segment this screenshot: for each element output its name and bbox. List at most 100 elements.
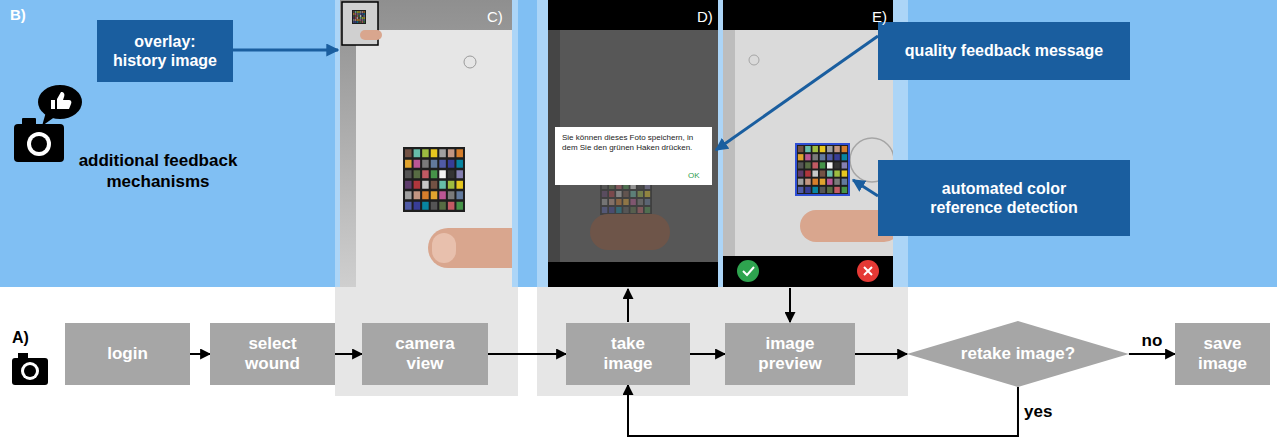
color-checker <box>414 202 421 210</box>
color-checker <box>422 191 429 199</box>
color-checker <box>820 170 826 176</box>
color-checker <box>820 146 826 152</box>
save-dialog-screenshot <box>548 0 718 30</box>
color-checker <box>355 21 356 23</box>
color-checker <box>362 13 363 15</box>
color-checker <box>405 181 412 189</box>
camera-feedback-icon <box>57 92 71 109</box>
camera-feedback-icon <box>38 85 82 119</box>
image-preview-screenshot <box>743 267 754 275</box>
process-box: image preview <box>725 323 855 385</box>
screenshot-letter: D) <box>697 8 713 25</box>
color-checker <box>805 146 811 152</box>
diamond-outline <box>907 321 1129 387</box>
color-checker <box>798 146 804 152</box>
save-dialog-screenshot <box>548 0 718 287</box>
color-checker <box>834 179 840 185</box>
color-checker <box>403 147 465 212</box>
color-checker <box>456 191 463 199</box>
screenshot-letter: C) <box>487 8 503 25</box>
column-background <box>335 0 518 396</box>
color-checker <box>805 154 811 160</box>
dialog-button: OK <box>688 171 700 180</box>
color-checker <box>448 170 455 178</box>
color-checker <box>827 179 833 185</box>
color-checker <box>616 207 621 213</box>
color-checker <box>834 170 840 176</box>
color-checker <box>812 162 818 168</box>
screenshot-letter: E) <box>872 8 887 25</box>
flow-arrow <box>488 353 566 355</box>
process-box: save image <box>1175 323 1270 385</box>
color-checker <box>363 11 364 13</box>
color-checker <box>358 11 359 13</box>
color-checker <box>616 199 621 205</box>
color-checker <box>456 181 463 189</box>
color-checker <box>353 11 354 13</box>
save-dialog-screenshot <box>590 214 670 250</box>
color-checker <box>357 21 358 23</box>
camera-view-screenshot <box>432 233 456 263</box>
color-checker <box>355 19 356 21</box>
color-checker <box>405 160 412 168</box>
color-checker <box>358 13 359 15</box>
color-checker <box>358 19 359 21</box>
camera-feedback-icon <box>42 112 56 126</box>
color-checker <box>360 19 361 21</box>
color-checker <box>422 170 429 178</box>
image-preview-screenshot <box>737 260 759 282</box>
color-checker <box>355 11 356 13</box>
image-preview-screenshot <box>796 144 849 195</box>
color-checker <box>827 146 833 152</box>
color-checker <box>638 191 643 197</box>
color-checker <box>363 21 364 23</box>
color-checker <box>355 17 356 19</box>
color-checker <box>353 17 354 19</box>
color-checker <box>355 15 356 17</box>
camera-view-screenshot <box>428 228 512 268</box>
color-checker <box>439 202 446 210</box>
color-checker <box>405 170 412 178</box>
process-box: take image <box>566 323 690 385</box>
camera-icon <box>12 358 48 385</box>
save-dialog-screenshot <box>555 127 712 185</box>
camera-view-screenshot <box>340 0 512 287</box>
branch-label: yes <box>1024 402 1052 422</box>
color-checker <box>827 154 833 160</box>
color-checker <box>834 154 840 160</box>
color-checker <box>353 13 354 15</box>
camera-feedback-icon <box>22 118 36 126</box>
leader-arrow <box>853 180 878 196</box>
flow-arrow <box>690 353 725 355</box>
color-checker <box>805 162 811 168</box>
color-checker <box>616 191 621 197</box>
image-preview-screenshot <box>749 55 759 65</box>
camera-icon <box>12 353 48 385</box>
color-checker <box>820 154 826 160</box>
color-checker <box>448 191 455 199</box>
color-checker <box>623 199 628 205</box>
callout-box: automated color reference detection <box>878 160 1130 236</box>
screenshot-arrow <box>628 288 790 322</box>
color-checker <box>414 170 421 178</box>
color-checker <box>431 181 438 189</box>
flow-arrow <box>855 353 907 355</box>
image-preview-screenshot <box>857 260 879 282</box>
color-checker <box>363 19 364 21</box>
color-checker <box>645 199 650 205</box>
color-checker <box>362 11 363 13</box>
color-checker <box>431 149 438 157</box>
color-checker <box>414 149 421 157</box>
color-checker <box>609 191 614 197</box>
color-checker <box>448 181 455 189</box>
color-checker <box>638 199 643 205</box>
color-checker <box>812 154 818 160</box>
color-checker <box>357 15 358 17</box>
color-checker <box>357 17 358 19</box>
color-checker <box>645 191 650 197</box>
camera-icon <box>18 353 28 359</box>
color-checker <box>812 179 818 185</box>
color-checker <box>422 202 429 210</box>
color-checker <box>645 207 650 213</box>
color-checker <box>353 21 354 23</box>
